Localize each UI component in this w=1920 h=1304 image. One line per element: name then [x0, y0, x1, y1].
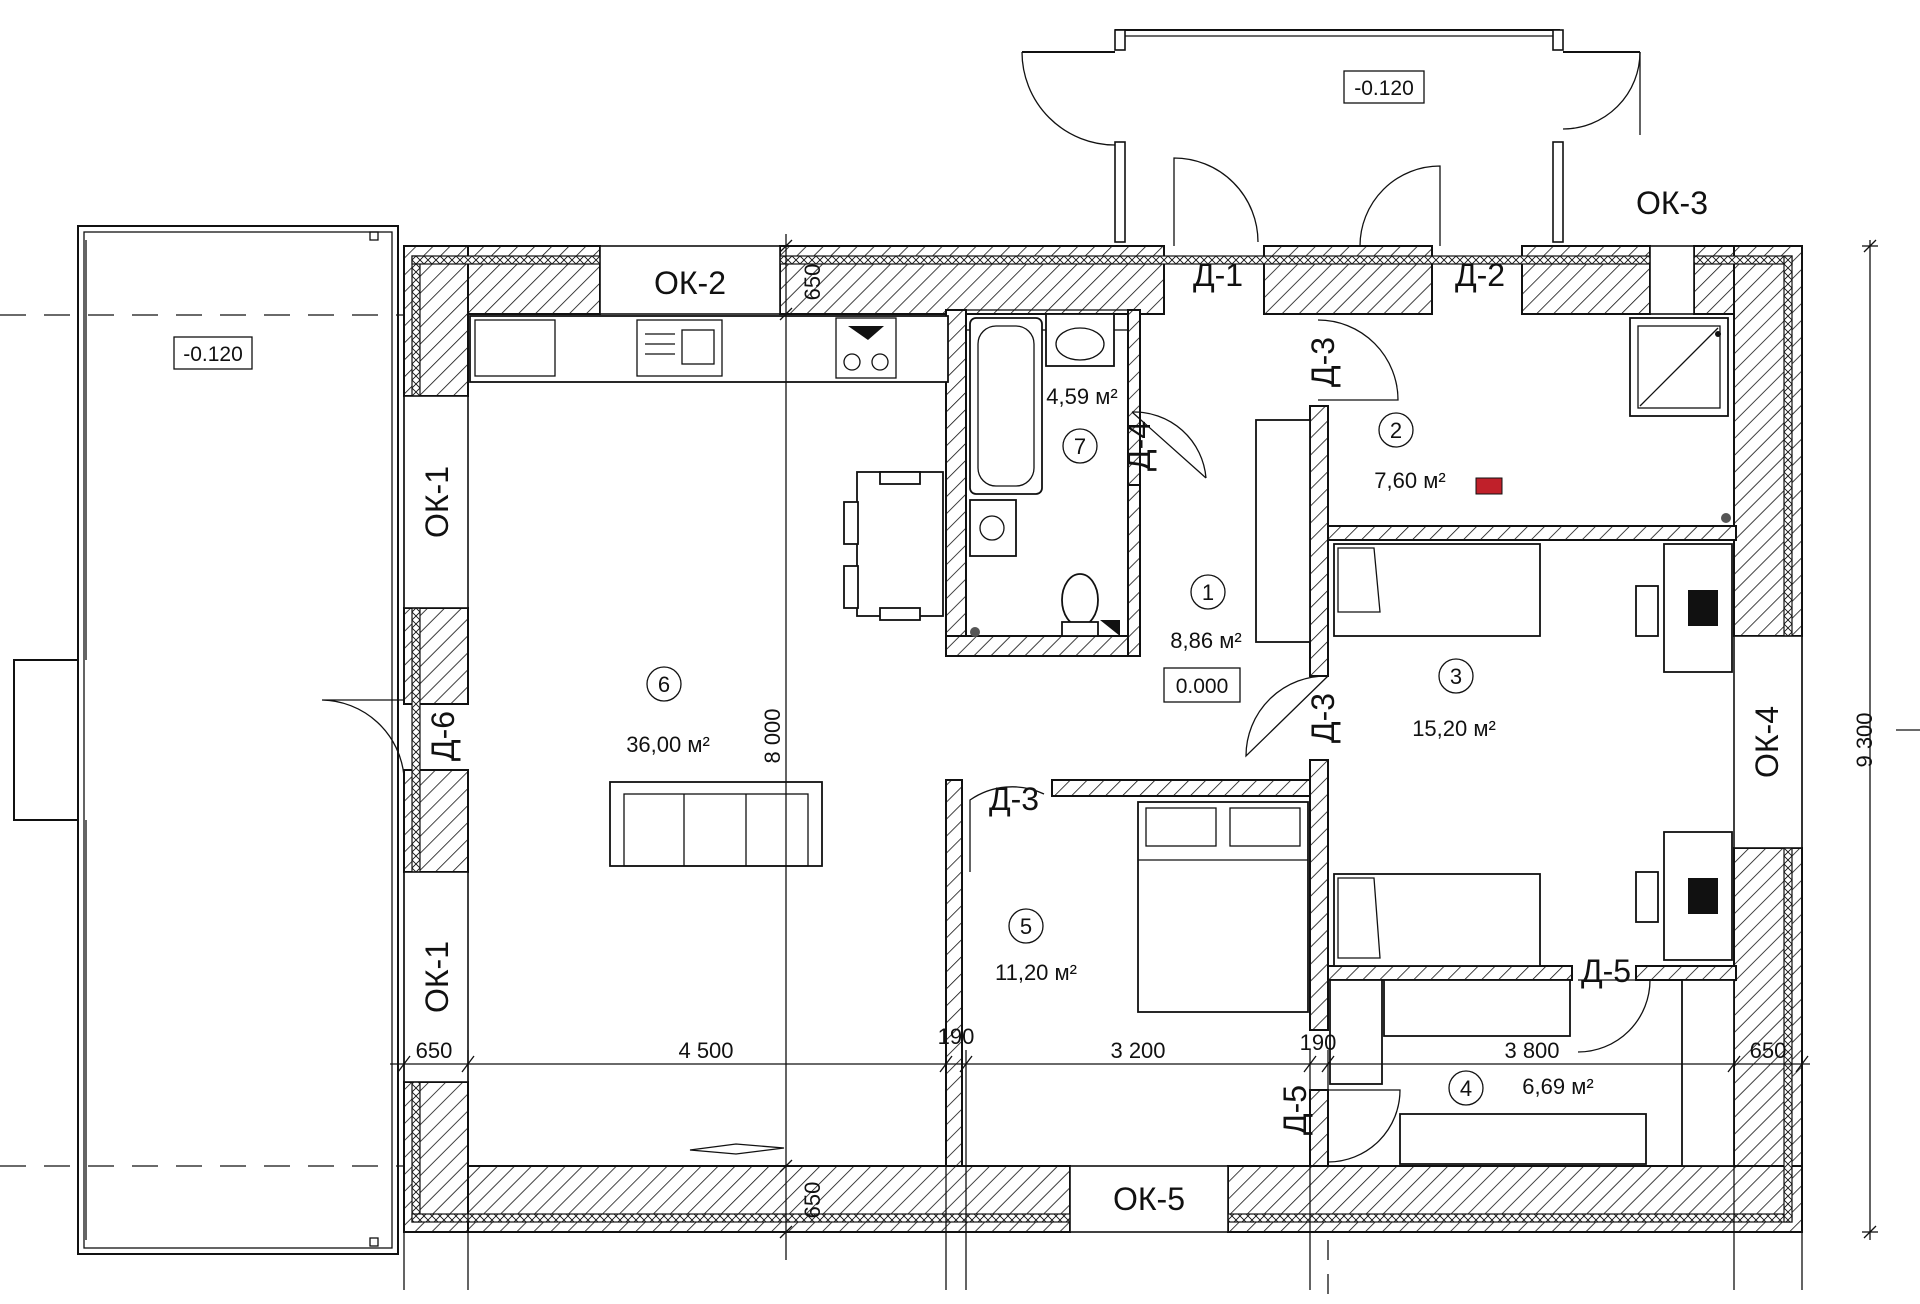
room-6-number: 6: [658, 672, 670, 697]
hall-wardrobe: [1255, 419, 1311, 643]
label-ok2: ОК-2: [654, 265, 726, 301]
room-5-number: 5: [1020, 914, 1032, 939]
room-1-number: 1: [1202, 580, 1214, 605]
window-ok3: [1649, 245, 1695, 315]
room-6-circle: [646, 666, 682, 702]
door-d6: [321, 699, 405, 777]
door-swings: [321, 157, 1651, 1163]
room-3-area: 15,20 м²: [1412, 716, 1496, 741]
dim-partition-1: 190: [938, 1024, 975, 1049]
sofa: [609, 781, 823, 1155]
dim-span-2: 3 200: [1110, 1038, 1165, 1063]
dim-depth: 8 000: [760, 708, 785, 763]
label-d5-east: Д-5: [1581, 953, 1631, 989]
shower: [1475, 317, 1731, 523]
room-6-area: 36,00 м²: [626, 732, 710, 757]
room-1-area: 8,86 м²: [1170, 628, 1241, 653]
level-hall: 0.000: [1176, 675, 1229, 698]
room3-furniture: [1333, 543, 1733, 967]
door-d3-room5: [969, 786, 1045, 872]
bathroom-fixtures: [965, 309, 1129, 637]
door-d1: [1173, 157, 1259, 246]
room-labels: 1 8,86 м² 2 7,60 м² 3 15,20 м² 4 6,69 м²…: [626, 384, 1594, 1106]
axis-lines: [0, 314, 1329, 1304]
level-tags: -0.120 -0.120 0.000: [173, 70, 1425, 703]
room-4-circle: [1448, 1070, 1484, 1106]
label-ok1-bottom: ОК-1: [419, 941, 455, 1013]
dim-total-depth: 9 300: [1852, 712, 1877, 767]
door-d3-mid: [1245, 675, 1329, 758]
room4-furniture: [1329, 979, 1735, 1167]
room-1-circle: [1190, 574, 1226, 610]
room-7-number: 7: [1074, 434, 1086, 459]
north-porch: [1021, 29, 1641, 243]
door-d4: [1131, 411, 1207, 479]
exterior-walls: [403, 245, 1803, 1233]
room-5-circle: [1008, 908, 1044, 944]
label-d2: Д-2: [1455, 257, 1505, 293]
dim-span-1: 4 500: [678, 1038, 733, 1063]
label-d6: Д-6: [425, 711, 461, 761]
window-ok1-top: [403, 395, 469, 609]
room-2-area: 7,60 м²: [1374, 468, 1445, 493]
label-d1: Д-1: [1193, 257, 1243, 293]
dimension-labels: 650 4 500 190 3 200 190 3 800 650 650 65…: [416, 264, 1877, 1219]
label-ok4: ОК-4: [1749, 706, 1785, 778]
dim-span-3: 3 800: [1504, 1038, 1559, 1063]
dim-wall-right: 650: [1750, 1038, 1787, 1063]
room5-furniture: [1137, 801, 1309, 1013]
door-labels: Д-1 Д-2 Д-3 Д-4 Д-3 Д-3 Д-6 Д-5 Д-5: [425, 257, 1631, 1135]
door-d3-north: [1317, 319, 1399, 401]
level-box-north: [1343, 70, 1425, 104]
kitchen-furniture: [469, 315, 949, 621]
room-2-number: 2: [1390, 418, 1402, 443]
door-d2: [1359, 165, 1441, 247]
dim-wall-left: 650: [416, 1038, 453, 1063]
label-d5-south: Д-5: [1277, 1085, 1313, 1135]
label-d3-room5: Д-3: [989, 781, 1039, 817]
level-north: -0.120: [1354, 77, 1414, 100]
window-ok5: [1069, 1165, 1229, 1233]
label-d3-north: Д-3: [1305, 337, 1341, 387]
room-3-number: 3: [1450, 664, 1462, 689]
west-terrace: [13, 225, 399, 1255]
dim-wall-bottom: 650: [800, 1182, 825, 1219]
label-d3-mid: Д-3: [1305, 693, 1341, 743]
dim-wall-top: 650: [800, 264, 825, 301]
level-box-hall: [1163, 667, 1241, 703]
label-ok1-top: ОК-1: [419, 466, 455, 538]
label-ok3: ОК-3: [1636, 185, 1708, 221]
level-west: -0.120: [183, 343, 243, 366]
window-labels: ОК-2 ОК-3 ОК-1 ОК-1 ОК-4 ОК-5: [419, 185, 1785, 1217]
room-4-number: 4: [1460, 1076, 1472, 1101]
label-d4: Д-4: [1121, 421, 1157, 471]
window-ok2: [599, 245, 781, 315]
room-5-area: 11,20 м²: [995, 960, 1077, 985]
room-4-area: 6,69 м²: [1522, 1074, 1593, 1099]
dim-partition-2: 190: [1300, 1030, 1337, 1055]
room-2-circle: [1378, 412, 1414, 448]
room-7-circle: [1062, 428, 1098, 464]
room-7-area: 4,59 м²: [1046, 384, 1117, 409]
level-box-west: [173, 336, 253, 370]
dimension-lines: [390, 234, 1920, 1290]
label-ok5: ОК-5: [1113, 1181, 1185, 1217]
door-d5-south: [1327, 1089, 1401, 1163]
windows: [403, 245, 1803, 1233]
door-d5-east: [1577, 979, 1651, 1053]
room-3-circle: [1438, 658, 1474, 694]
